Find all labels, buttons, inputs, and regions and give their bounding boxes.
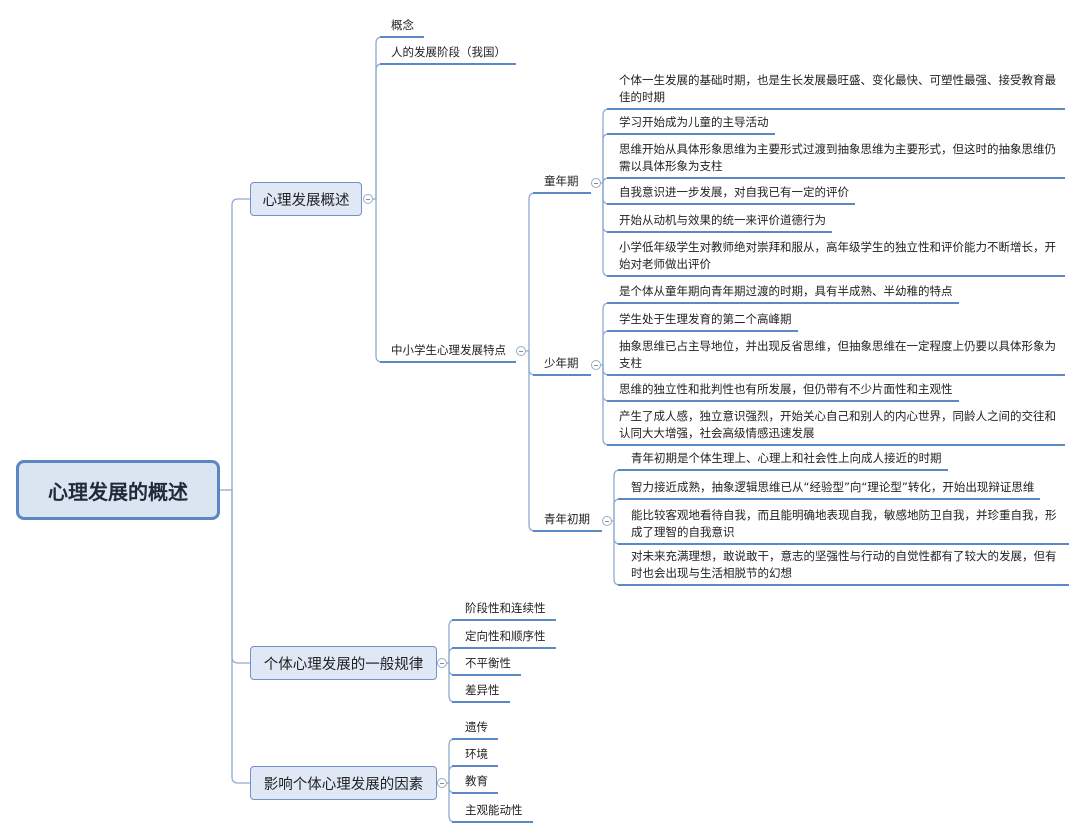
childhood-item[interactable]: 自我意识进一步发展，对自我已有一定的评价	[607, 184, 855, 205]
period-youth[interactable]: 青年初期	[533, 511, 602, 532]
adolescence-item[interactable]: 抽象思维已占主导地位，并出现反省思维，但抽象思维在一定程度上仍要以具体形象为支柱	[607, 338, 1065, 376]
main-topic-factors[interactable]: 影响个体心理发展的因素	[250, 766, 437, 800]
adolescence-item[interactable]: 学生处于生理发育的第二个高峰期	[607, 311, 798, 332]
connector-root-to-laws	[231, 490, 250, 664]
law-item[interactable]: 不平衡性	[452, 655, 521, 676]
subtopic-concept[interactable]: 概念	[380, 17, 424, 38]
factor-item[interactable]: 主观能动性	[452, 802, 533, 823]
youth-item[interactable]: 智力接近成熟，抽象逻辑思维已从“经验型”向“理论型”转化，开始出现辩证思维	[618, 479, 1041, 500]
law-item[interactable]: 阶段性和连续性	[452, 600, 556, 621]
connector-root-to-overview	[231, 198, 250, 490]
childhood-item[interactable]: 开始从动机与效果的统一来评价道德行为	[607, 212, 832, 233]
collapse-icon[interactable]	[602, 516, 612, 526]
period-childhood[interactable]: 童年期	[533, 173, 591, 194]
childhood-item[interactable]: 思维开始从具体形象思维为主要形式过渡到抽象思维为主要形式，但这时的抽象思维仍需以…	[607, 141, 1065, 179]
adolescence-item[interactable]: 产生了成人感，独立意识强烈，开始关心自己和别人的内心世界，同龄人之间的交往和认同…	[607, 408, 1065, 446]
factor-item[interactable]: 教育	[452, 773, 498, 794]
collapse-icon[interactable]	[437, 778, 447, 788]
law-item[interactable]: 定向性和顺序性	[452, 628, 556, 649]
connector-root-to-factors	[231, 490, 250, 784]
childhood-item[interactable]: 个体一生发展的基础时期，也是生长发展最旺盛、变化最快、可塑性最强、接受教育最佳的…	[607, 72, 1065, 110]
adolescence-item[interactable]: 思维的独立性和批判性也有所发展，但仍带有不少片面性和主观性	[607, 381, 959, 402]
childhood-item[interactable]: 小学低年级学生对教师绝对崇拜和服从，高年级学生的独立性和评价能力不断增长，开始对…	[607, 239, 1065, 277]
collapse-icon[interactable]	[363, 194, 373, 204]
main-topic-laws[interactable]: 个体心理发展的一般规律	[250, 646, 437, 680]
collapse-icon[interactable]	[591, 360, 601, 370]
youth-item[interactable]: 能比较客观地看待自我，而且能明确地表现自我，敏感地防卫自我，并珍重自我，形成了理…	[618, 507, 1069, 545]
law-item[interactable]: 差异性	[452, 682, 510, 703]
connector-features-to-youth	[528, 351, 536, 532]
subtopic-development-stages[interactable]: 人的发展阶段（我国）	[380, 44, 516, 65]
childhood-item[interactable]: 学习开始成为儿童的主导活动	[607, 114, 775, 135]
subtopic-student-features[interactable]: 中小学生心理发展特点	[380, 342, 516, 363]
connector-overview-to-stages	[375, 63, 383, 199]
youth-item[interactable]: 对未来充满理想，敢说敢干，意志的坚强性与行动的自觉性都有了较大的发展，但有时也会…	[618, 548, 1069, 586]
youth-item[interactable]: 青年初期是个体生理上、心理上和社会性上向成人接近的时期	[618, 450, 948, 471]
main-topic-overview[interactable]: 心理发展概述	[250, 182, 362, 216]
collapse-icon[interactable]	[437, 658, 447, 668]
factor-item[interactable]: 遗传	[452, 719, 498, 740]
adolescence-item[interactable]: 是个体从童年期向青年期过渡的时期，具有半成熟、半幼稚的特点	[607, 283, 959, 304]
factor-item[interactable]: 环境	[452, 746, 498, 767]
collapse-icon[interactable]	[591, 178, 601, 188]
connector-features-to-childhood	[528, 192, 536, 351]
connector-overview-to-features	[375, 199, 383, 363]
period-adolescence[interactable]: 少年期	[533, 355, 591, 376]
root-topic[interactable]: 心理发展的概述	[16, 460, 220, 520]
collapse-icon[interactable]	[516, 346, 526, 356]
